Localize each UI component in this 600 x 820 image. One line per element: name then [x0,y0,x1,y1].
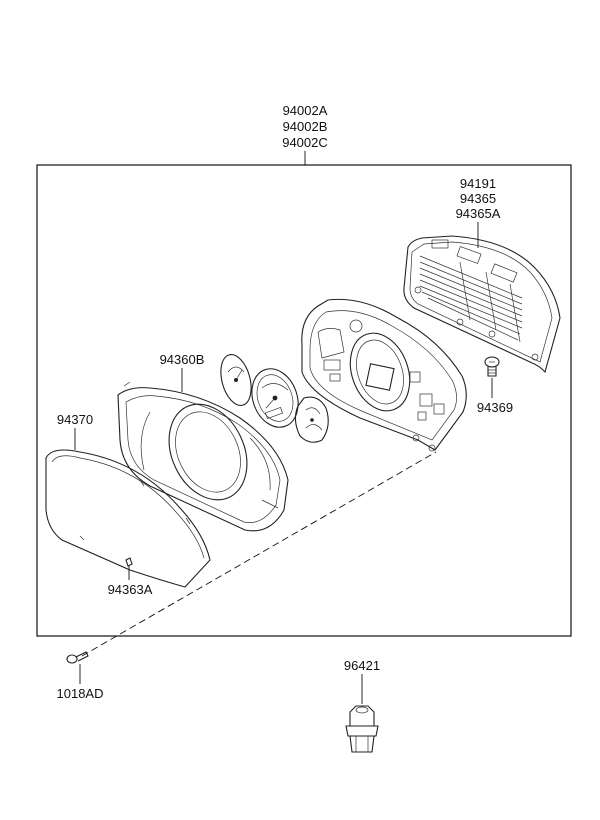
assembly-dashed-line [81,451,437,657]
small-gauge-dial-drawing [294,396,329,443]
fastener-drawing [66,651,89,664]
assembly-label-3: 94002C [282,135,328,150]
sensor-label: 96421 [344,658,380,673]
sensor-drawing [345,705,379,753]
cluster-case-drawing [301,298,467,452]
lens-label: 94370 [57,412,93,427]
speedometer-dial-drawing [251,368,299,428]
housing-label: 94360B [160,352,205,367]
circuit-board-label-3: 94365A [456,206,501,221]
lens-drawing [45,449,211,588]
circuit-board-label-2: 94365 [460,191,496,206]
assembly-frame [36,164,572,637]
clip-drawing [125,557,133,567]
screw-label: 94369 [477,400,513,415]
circuit-board-label-1: 94191 [460,176,496,191]
tachometer-dial-drawing [220,354,252,406]
housing-drawing [117,381,289,532]
assembly-label-1: 94002A [283,103,328,118]
assembly-label-group: 94002A 94002B 94002C [282,103,328,150]
fastener-label: 1018AD [57,686,104,701]
circuit-board-label-group: 94191 94365 94365A [456,176,501,221]
screw-drawing [484,356,500,377]
circuit-board-drawing [403,235,561,374]
assembly-label-2: 94002B [283,119,328,134]
clip-label: 94363A [108,582,153,597]
